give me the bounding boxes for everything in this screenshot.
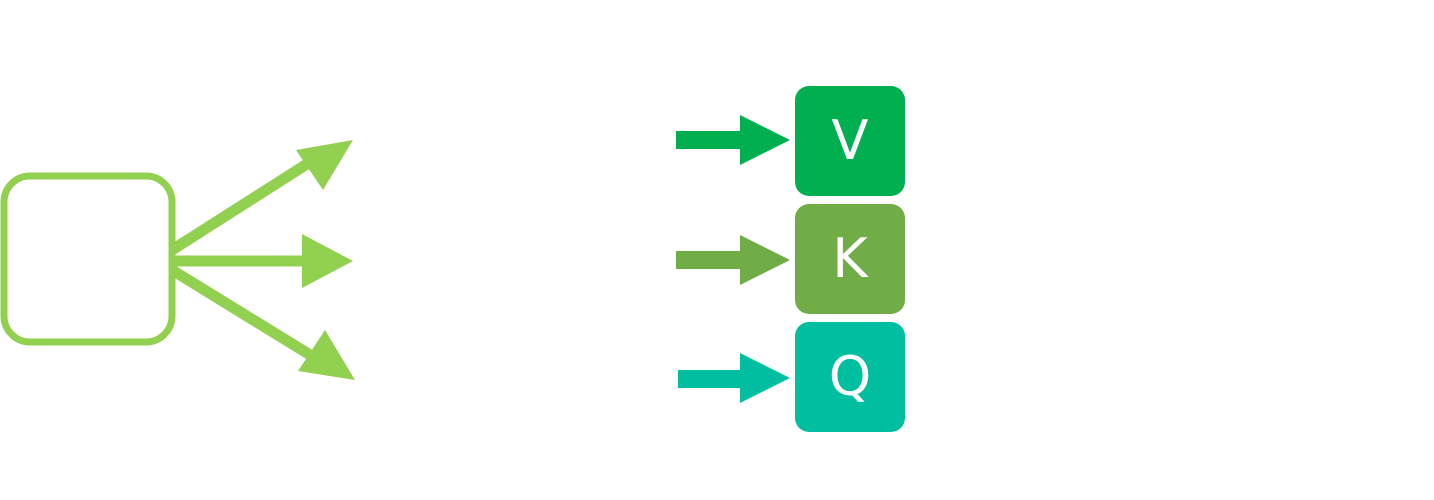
arrow-k-shaft	[676, 251, 744, 269]
output-tile-v-label: V	[831, 109, 869, 172]
arrow-down-head	[298, 330, 355, 380]
arrow-up-shaft	[169, 152, 321, 255]
arrow-q-head	[740, 353, 790, 403]
input-arrows	[676, 115, 790, 403]
output-tile-v: V	[795, 86, 905, 196]
output-tile-q-label: Q	[828, 345, 872, 408]
arrow-k-head	[740, 235, 790, 285]
output-tile-q: Q	[795, 322, 905, 432]
arrow-up-head	[296, 140, 353, 190]
arrow-v-head	[740, 115, 790, 165]
arrow-mid-head	[302, 234, 353, 288]
arrow-q-shaft	[678, 370, 744, 388]
fan-out-arrows	[169, 140, 355, 380]
arrow-v-shaft	[676, 131, 744, 149]
arrow-down-shaft	[169, 265, 323, 366]
output-tile-k-label: K	[832, 227, 868, 290]
output-tile-k: K	[795, 204, 905, 314]
source-node	[0, 172, 176, 346]
